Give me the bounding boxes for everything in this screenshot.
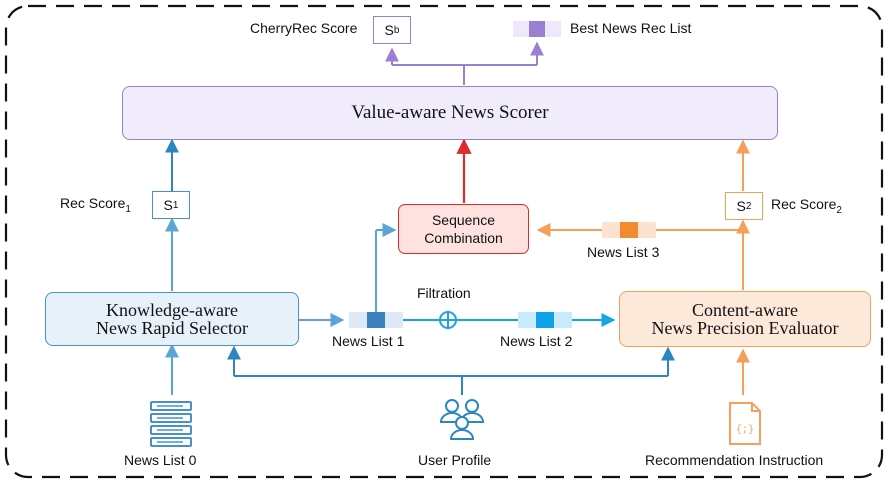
knowledge-aware-selector: Knowledge-aware News Rapid Selector: [45, 292, 299, 346]
right-column-connectors: [536, 139, 750, 395]
s2-letter: S: [736, 198, 746, 214]
selector-line2: News Rapid Selector: [96, 318, 248, 338]
news-list-1-strip: [349, 312, 403, 328]
rec-score-1-subscript: 1: [125, 203, 131, 215]
user-profile-connectors: [227, 345, 675, 395]
evaluator-line1: Content-aware: [692, 300, 798, 320]
scorer-label: Value-aware News Scorer: [351, 102, 549, 123]
rec-score-1-text: Rec Score: [60, 195, 126, 211]
news-list-1-label: News List 1: [332, 333, 405, 349]
best-news-list-strip: [513, 21, 561, 37]
combination-line1: Sequence: [431, 212, 496, 228]
s2-subscript: 2: [745, 200, 752, 212]
selector-text: Knowledge-aware News Rapid Selector: [96, 301, 248, 337]
sequence-combination: Sequence Combination: [398, 204, 529, 254]
left-column-connectors: [165, 138, 397, 395]
rec-score-2-subscript: 2: [836, 204, 842, 216]
best-news-rec-list-label: Best News Rec List: [570, 20, 692, 36]
s1-letter: S: [163, 197, 173, 213]
sb-subscript: b: [393, 24, 400, 36]
server-stack-icon: [150, 401, 192, 447]
news-list-3-label: News List 3: [587, 244, 660, 260]
content-aware-evaluator: Content-aware News Precision Evaluator: [619, 291, 871, 347]
cherryrec-score-label: CherryRec Score: [250, 20, 358, 36]
sb-letter: S: [384, 22, 394, 38]
value-aware-news-scorer: Value-aware News Scorer: [122, 86, 778, 140]
evaluator-text: Content-aware News Precision Evaluator: [652, 301, 839, 337]
user-profile-label: User Profile: [418, 452, 492, 468]
rec-score-2-text: Rec Score: [771, 196, 837, 212]
top-output-connectors: [385, 41, 544, 85]
combination-text: Sequence Combination: [424, 211, 503, 247]
instruction-document-icon: [729, 402, 761, 445]
outer-dashed-border: [4, 4, 884, 479]
filtration-path: [403, 311, 616, 329]
evaluator-line2: News Precision Evaluator: [651, 318, 839, 338]
rec-score-2-label: Rec Score2: [771, 196, 842, 216]
combination-line2: Combination: [424, 230, 503, 246]
rec-score-1-label: Rec Score1: [60, 195, 131, 215]
document-glyph: {;}: [736, 424, 754, 436]
news-list-0-label: News List 0: [124, 452, 197, 468]
news-list-2-strip: [518, 312, 572, 328]
s1-subscript: 1: [172, 199, 179, 211]
news-list-2-label: News List 2: [500, 333, 573, 349]
filtration-label: Filtration: [417, 285, 471, 301]
user-profile-icon: [439, 399, 485, 440]
selector-line1: Knowledge-aware: [106, 300, 238, 320]
recommendation-instruction-label: Recommendation Instruction: [645, 452, 824, 468]
news-list-3-strip: [602, 222, 656, 238]
